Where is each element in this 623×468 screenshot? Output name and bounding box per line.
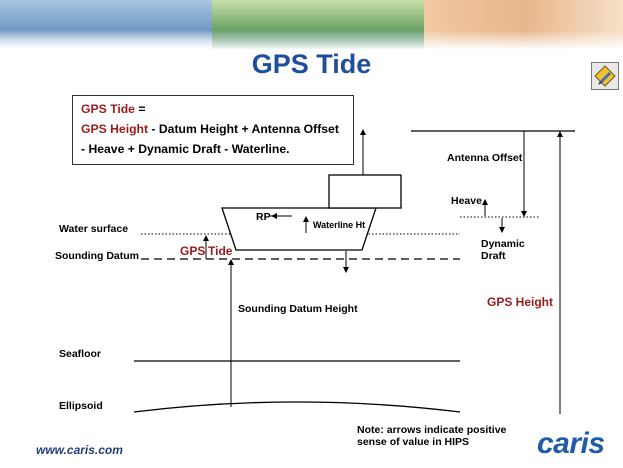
rp-label: RP [256, 211, 271, 223]
formula-line-1: GPS Tide = [81, 99, 353, 119]
header-banner [0, 0, 623, 50]
ellipsoid-label: Ellipsoid [59, 400, 103, 412]
antenna-offset-label: Antenna Offset [447, 152, 523, 164]
dynamic-draft-label-2: Draft [481, 250, 506, 262]
gps-height-label: GPS Height [487, 295, 553, 309]
ellipsoid-curve [133, 401, 461, 413]
formula-line-3: - Heave + Dynamic Draft - Waterline. [81, 142, 290, 156]
gps-tide-label-gps: GPS [180, 244, 205, 258]
note-text: Note: arrows indicate positive sense of … [357, 424, 507, 448]
formula-box: GPS Tide = GPS Height - Datum Height + A… [72, 95, 354, 165]
page-title: GPS Tide [251, 49, 372, 79]
sounding-datum-height-label: Sounding Datum Height [238, 303, 358, 315]
seafloor-label: Seafloor [59, 348, 101, 360]
ship-cabin [328, 174, 402, 209]
footer-url[interactable]: www.caris.com [36, 443, 123, 457]
ship-hull [221, 207, 377, 251]
sounding-datum-label: Sounding Datum [55, 250, 139, 262]
waterline-ht-label: Waterline Ht [313, 220, 365, 230]
gps-tide-label-tide: Tide [208, 244, 233, 258]
formula-gps-height: GPS Height [81, 122, 149, 136]
heave-label: Heave [451, 195, 482, 207]
formula-line-2: GPS Height - Datum Height + Antenna Offs… [81, 119, 353, 139]
dynamic-draft-label-1: Dynamic [481, 238, 525, 250]
caris-logo: caris [537, 427, 605, 460]
formula-gps-tide: GPS Tide [81, 102, 135, 116]
banner-fade [0, 30, 623, 50]
formula-equals: = [134, 102, 146, 116]
formula-datum-antenna: - Datum Height + Antenna Offset [148, 122, 339, 136]
pencil-diamond-icon[interactable] [591, 62, 619, 90]
water-surface-label: Water surface [59, 223, 128, 235]
